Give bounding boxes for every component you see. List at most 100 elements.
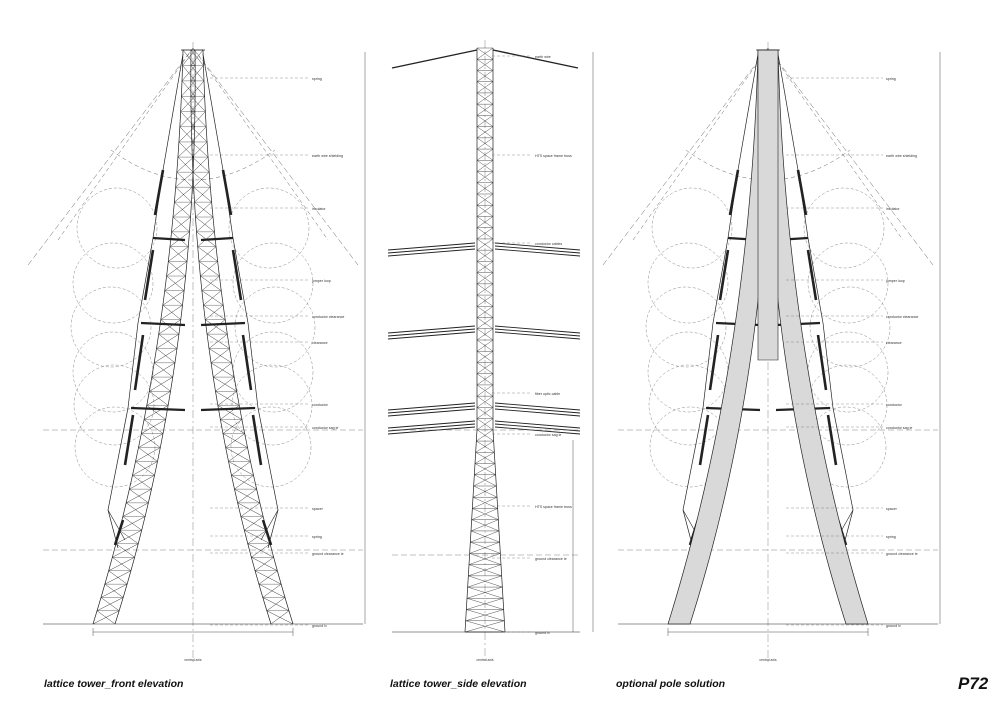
lattice-brace <box>132 461 158 476</box>
lattice-brace <box>191 141 209 158</box>
insulator-left <box>708 334 720 391</box>
side-label: fiber optic cable <box>535 392 560 396</box>
lattice-brace <box>466 598 504 610</box>
lattice-brace <box>262 597 290 611</box>
lattice-brace <box>244 529 271 544</box>
cross-arm-left <box>140 321 186 327</box>
insulator-left <box>123 414 135 466</box>
lattice-brace <box>476 59 494 71</box>
pole-label: jumper loop <box>885 279 905 283</box>
lattice-brace <box>178 126 195 143</box>
conductor-cable <box>387 405 476 414</box>
side-elevation-drawing <box>387 40 594 660</box>
lattice-brace <box>468 575 503 588</box>
lattice-brace <box>197 246 218 262</box>
insulator-left <box>143 249 155 301</box>
pole-label: spring <box>886 535 896 539</box>
lattice-brace <box>476 249 494 262</box>
insulator-right <box>796 169 808 216</box>
lattice-brace <box>476 227 494 240</box>
lattice-brace <box>476 362 494 374</box>
lattice-brace <box>475 440 494 453</box>
cross-arm-right <box>200 406 256 412</box>
front-label: conductor sag ie <box>312 426 338 430</box>
clearance-circle <box>234 286 316 368</box>
conductor-cable <box>494 248 581 257</box>
lattice-brace <box>474 452 495 464</box>
pole-label: ground clearance ie <box>886 552 918 556</box>
lattice-brace <box>208 348 232 364</box>
lattice-brace <box>467 586 504 599</box>
lattice-brace <box>112 543 139 558</box>
lattice-brace <box>471 508 498 520</box>
central-axis-label: central axis <box>759 658 776 662</box>
page-number: P72 <box>958 674 989 693</box>
lattice-brace <box>176 156 194 173</box>
insulator-right <box>806 249 818 301</box>
side-label: conductor cables <box>535 242 562 246</box>
conductor-cable <box>387 248 476 257</box>
lattice-brace <box>470 530 500 543</box>
lattice-brace <box>143 405 169 420</box>
lattice-brace <box>201 290 224 306</box>
lattice-brace <box>474 463 496 475</box>
lattice-brace <box>476 351 494 363</box>
lattice-brace <box>164 275 186 291</box>
lattice-brace <box>476 440 495 453</box>
lattice-brace <box>476 126 494 139</box>
lattice-brace <box>162 290 185 306</box>
lattice-brace <box>158 319 181 335</box>
clearance-circle <box>228 187 310 269</box>
pole-leg-right <box>765 49 869 625</box>
lattice-brace <box>476 328 494 341</box>
lattice-brace <box>476 306 494 318</box>
lattice-brace <box>203 305 226 320</box>
lattice-brace <box>470 519 499 532</box>
lattice-brace <box>156 333 180 349</box>
lattice-brace <box>129 475 155 490</box>
insulator-right <box>826 414 838 466</box>
lattice-brace <box>149 376 173 392</box>
clearance-circle <box>230 406 312 488</box>
lattice-brace <box>476 418 494 431</box>
lattice-brace <box>467 575 502 588</box>
lattice-brace <box>138 433 164 448</box>
conductor-cable <box>387 402 476 411</box>
pole-label: conductor sag ie <box>886 426 912 430</box>
conductor-cable <box>494 242 581 251</box>
lattice-brace <box>476 115 494 127</box>
outer-conductor-line-right <box>202 53 279 549</box>
front-label: ground lv <box>312 624 327 628</box>
lattice-brace <box>190 49 204 66</box>
conductor-cable <box>387 328 476 337</box>
lattice-brace <box>192 171 211 188</box>
lattice-brace <box>169 231 190 247</box>
earth-wire-left <box>391 49 478 69</box>
lattice-brace <box>476 92 494 105</box>
lattice-brace <box>195 216 215 233</box>
lattice-brace <box>469 541 500 554</box>
earth-wire-right <box>492 49 579 69</box>
clearance-circle <box>72 242 154 324</box>
insulator-right <box>231 249 243 301</box>
lattice-brace <box>251 557 278 571</box>
clearance-circle <box>232 242 314 324</box>
lattice-brace <box>190 80 205 97</box>
tower-chord-right <box>492 48 506 633</box>
lattice-brace <box>476 81 494 94</box>
lattice-brace <box>237 502 264 517</box>
lattice-brace <box>474 463 496 475</box>
caption-front-elevation: lattice tower_front elevation <box>44 678 184 690</box>
lattice-brace <box>213 376 237 392</box>
shield-arc <box>110 149 276 181</box>
lattice-brace <box>122 502 149 517</box>
lattice-brace <box>476 429 494 442</box>
lattice-brace <box>476 103 494 116</box>
lattice-brace <box>135 447 161 462</box>
lattice-brace <box>175 171 194 188</box>
side-label: earth wire <box>535 55 551 59</box>
side-label: ground lv <box>535 631 550 635</box>
lattice-brace <box>476 148 494 161</box>
lattice-brace <box>476 317 494 329</box>
